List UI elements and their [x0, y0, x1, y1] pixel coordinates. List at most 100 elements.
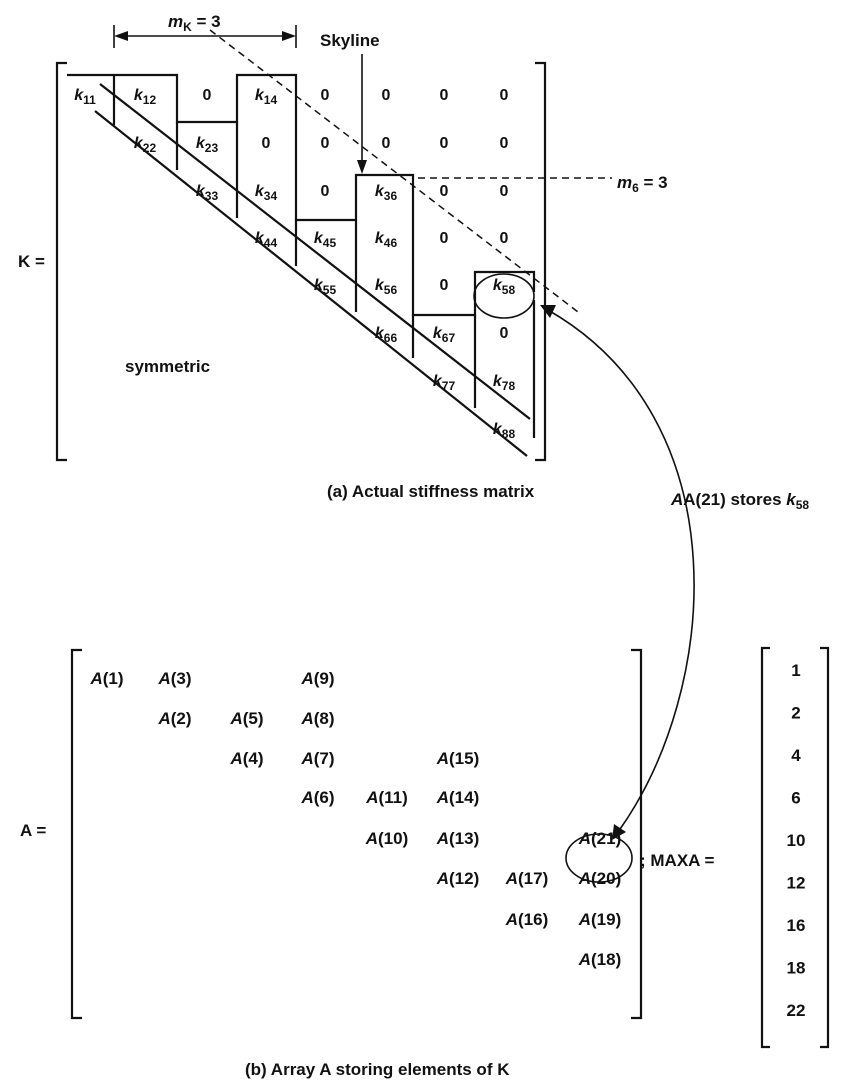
a-cell-7-7: A(16) [505, 910, 549, 929]
a-cell-2-4: A(8) [300, 709, 334, 728]
storage-link: AA(21) stores k58 [540, 305, 809, 840]
k-cell-7-7: k77 [433, 373, 456, 393]
k-cell-1-8: 0 [500, 87, 509, 104]
k-cell-5-6: k56 [375, 277, 398, 297]
maxa-value: 16 [787, 916, 806, 935]
k-left-bracket [55, 61, 67, 462]
a-cell-6-7: A(17) [505, 869, 549, 888]
k-cell-7-8: k78 [493, 373, 516, 393]
a-cell-1-1: A(1) [89, 669, 123, 688]
k-cell-4-7: 0 [440, 230, 449, 247]
skyline-label: Skyline [320, 31, 380, 50]
k-cell-2-3: k23 [196, 135, 219, 155]
a-left-bracket [70, 648, 82, 1020]
link-arrowhead-bottom [612, 824, 626, 840]
link-curve [547, 309, 695, 833]
k-cell-5-5: k55 [314, 277, 337, 297]
k-cell-3-8: 0 [500, 183, 509, 200]
maxa-right-bracket [820, 646, 830, 1049]
k-cell-2-8: 0 [500, 135, 509, 152]
link-arrowhead-top [540, 305, 556, 318]
a-cell-1-2: A(3) [157, 669, 191, 688]
k-cell-1-3: 0 [203, 87, 212, 104]
maxa-value: 10 [787, 831, 806, 850]
a-cell-1-4: A(9) [300, 669, 334, 688]
a-cell-4-4: A(6) [300, 788, 334, 807]
a-cell-6-8: A(20) [578, 869, 622, 888]
k-cell-4-8: 0 [500, 230, 509, 247]
skyline-outline [67, 73, 536, 317]
maxa-value: 22 [787, 1001, 806, 1020]
k-cell-2-6: 0 [382, 135, 391, 152]
maxa-value: 4 [791, 746, 801, 765]
array-a: A = A(1) A(3) A(9) A(2) A(5) A(8) A(4) A(7) A(15… [20, 646, 830, 1079]
maxa-left-bracket [760, 646, 770, 1049]
symmetric-label: symmetric [125, 357, 210, 376]
bandwidth-dashed-line [209, 29, 579, 313]
a-cell-3-3: A(4) [229, 749, 263, 768]
skyline-arrowhead [357, 160, 367, 174]
maxa-value: 2 [791, 704, 800, 723]
maxa-value: 1 [791, 661, 800, 680]
k-cell-3-3: k33 [196, 183, 219, 203]
k-cell-4-5: k45 [314, 230, 337, 250]
a-matrix-name: A = [20, 821, 46, 840]
k-cell-3-4: k34 [255, 183, 278, 203]
array-a-cells: A(1) A(3) A(9) A(2) A(5) A(8) A(4) A(7) A(15) A(6… [89, 669, 621, 969]
k-cell-2-4: 0 [262, 135, 271, 152]
k-cell-1-7: 0 [440, 87, 449, 104]
a-cell-4-5: A(11) [365, 788, 408, 807]
m-k-label: mK = 3 [168, 12, 221, 34]
maxa-value: 6 [791, 789, 800, 808]
upper-diagonal-line [99, 83, 531, 420]
a21-highlight-circle [565, 833, 633, 883]
k-cell-1-4: k14 [255, 87, 278, 107]
m-6-label: m6 = 3 [617, 173, 668, 195]
a-caption: (b) Array A storing elements of K [245, 1060, 510, 1079]
k-caption: (a) Actual stiffness matrix [327, 482, 535, 501]
k-cell-5-8: k58 [493, 277, 516, 297]
link-label: AA(21) stores k58 [670, 490, 809, 512]
k-cell-6-8: 0 [500, 325, 509, 342]
k-cell-3-7: 0 [440, 183, 449, 200]
k-cell-2-7: 0 [440, 135, 449, 152]
a-right-bracket [631, 648, 643, 1020]
k-matrix-name: K = [18, 252, 45, 271]
maxa-value: 18 [787, 959, 806, 978]
a-cell-5-6: A(13) [436, 829, 480, 848]
m-k-dimension: mK = 3 [113, 12, 297, 48]
k-cell-1-2: k12 [134, 87, 157, 107]
k-cell-8-8: k88 [493, 421, 516, 441]
a-cell-7-8: A(19) [578, 910, 622, 929]
k-cell-2-5: 0 [321, 135, 330, 152]
a-cell-4-6: A(14) [436, 788, 480, 807]
k-right-bracket [535, 61, 547, 462]
k-cell-1-5: 0 [321, 87, 330, 104]
k-cell-4-6: k46 [375, 230, 398, 250]
maxa-value: 12 [787, 874, 806, 893]
k58-highlight-circle [473, 273, 535, 319]
k-cell-6-7: k67 [433, 325, 456, 345]
a-cell-6-6: A(12) [436, 869, 480, 888]
a-cell-2-2: A(2) [157, 709, 191, 728]
k-cell-2-2: k22 [134, 135, 157, 155]
a-cell-5-5: A(10) [365, 829, 409, 848]
a-cell-8-8: A(18) [578, 950, 622, 969]
stiffness-matrix-k: K = mK = 3 Skyline m6 = 3 symm [18, 12, 668, 501]
a-cell-2-3: A(5) [229, 709, 263, 728]
main-diagonal-line [94, 110, 528, 457]
k-cell-1-6: 0 [382, 87, 391, 104]
a-cell-3-4: A(7) [300, 749, 334, 768]
a-cell-3-6: A(15) [436, 749, 480, 768]
k-matrix-cells: k11 k12 0 k14 0 0 0 0 k22 k23 0 0 0 0 0 k33 k34 0 k36 0 0 k44… [74, 87, 515, 441]
maxa-label: ; MAXA = [640, 851, 715, 870]
k-cell-6-6: k66 [375, 325, 398, 345]
k-cell-4-4: k44 [255, 230, 278, 250]
a-cell-5-8: A(21) [578, 829, 622, 848]
k-cell-1-1: k11 [74, 87, 96, 107]
k-cell-3-5: 0 [321, 183, 330, 200]
k-cell-3-6: k36 [375, 183, 398, 203]
k-cell-5-7: 0 [440, 277, 449, 294]
